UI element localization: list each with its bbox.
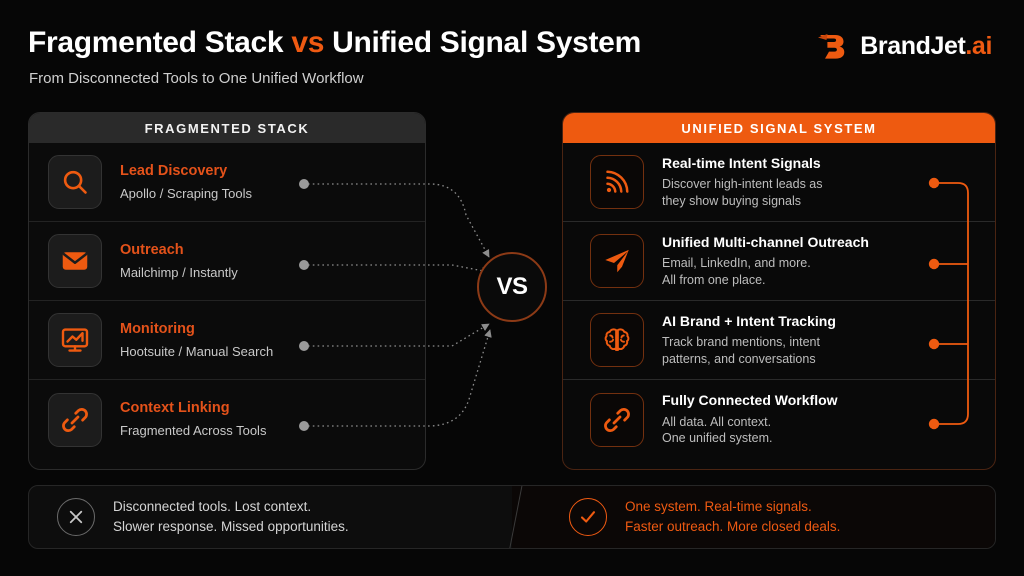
list-item-title: Outreach <box>120 241 184 258</box>
vs-badge: VS <box>477 252 547 322</box>
list-item-subtitle-line1: All data. All context. <box>662 414 772 429</box>
list-item-subtitle-line2: All from one place. <box>662 272 766 287</box>
summary-negative-line2: Slower response. Missed opportunities. <box>113 519 349 534</box>
page-title-left: Fragmented Stack <box>28 26 284 59</box>
icon-tile <box>48 234 102 288</box>
fragmented-stack-panel-header: FRAGMENTED STACK <box>29 113 425 143</box>
paper-plane-icon <box>605 249 629 273</box>
brand-logo: BrandJet.ai <box>815 29 992 63</box>
summary-positive-text: One system. Real-time signals. Faster ou… <box>625 497 840 538</box>
chain-link-icon <box>62 407 88 432</box>
list-item-text: Lead Discovery Apollo / Scraping Tools <box>120 162 252 202</box>
chain-link-icon <box>604 407 630 432</box>
list-item[interactable]: Monitoring Hootsuite / Manual Search <box>29 301 425 380</box>
list-item-subtitle-line2: patterns, and conversations <box>662 351 816 366</box>
summary-positive-line1: One system. Real-time signals. <box>625 498 812 514</box>
magnifier-icon <box>63 170 87 194</box>
page-title-right: Unified Signal System <box>332 26 641 59</box>
list-item-text: Fully Connected Workflow All data. All c… <box>662 392 838 447</box>
list-item-subtitle: Hootsuite / Manual Search <box>120 343 274 359</box>
summary-negative: Disconnected tools. Lost context. Slower… <box>57 486 349 548</box>
list-item-subtitle: Track brand mentions, intent patterns, a… <box>662 334 836 367</box>
icon-tile <box>590 392 644 447</box>
unified-signal-system-items: Real-time Intent Signals Discover high-i… <box>563 143 995 459</box>
unified-signal-system-panel-header: UNIFIED SIGNAL SYSTEM <box>563 113 995 143</box>
list-item-subtitle: Fragmented Across Tools <box>120 423 267 439</box>
list-item-subtitle-line2: One unified system. <box>662 431 773 446</box>
list-item[interactable]: Outreach Mailchimp / Instantly <box>29 222 425 301</box>
brand-logo-name: BrandJet <box>860 31 966 60</box>
list-item-subtitle: Discover high-intent leads as they show … <box>662 176 823 209</box>
list-item-text: Outreach Mailchimp / Instantly <box>120 241 238 281</box>
envelope-icon <box>62 252 88 270</box>
list-item[interactable]: Lead Discovery Apollo / Scraping Tools <box>29 143 425 222</box>
summary-positive: One system. Real-time signals. Faster ou… <box>569 486 840 548</box>
list-item-text: Context Linking Fragmented Across Tools <box>120 399 266 439</box>
list-item-text: Real-time Intent Signals Discover high-i… <box>662 155 823 210</box>
list-item-title: Lead Discovery <box>120 162 228 179</box>
brandjet-b-mark-icon <box>818 34 845 59</box>
list-item-text: Monitoring Hootsuite / Manual Search <box>120 320 273 360</box>
x-circle-icon <box>69 510 83 524</box>
icon-tile <box>590 234 644 288</box>
list-item-title: Fully Connected Workflow <box>662 392 838 409</box>
page-subtitle: From Disconnected Tools to One Unified W… <box>29 70 364 87</box>
list-item-text: AI Brand + Intent Tracking Track brand m… <box>662 313 836 368</box>
list-item-title: Context Linking <box>120 400 230 417</box>
summary-positive-line2: Faster outreach. More closed deals. <box>625 519 841 534</box>
list-item-title: AI Brand + Intent Tracking <box>662 312 836 329</box>
list-item[interactable]: Context Linking Fragmented Across Tools <box>29 380 425 459</box>
icon-tile <box>48 313 102 367</box>
list-item-subtitle: Mailchimp / Instantly <box>120 264 238 280</box>
list-item-subtitle: Apollo / Scraping Tools <box>120 185 253 201</box>
list-item[interactable]: AI Brand + Intent Tracking Track brand m… <box>563 301 995 380</box>
list-item-subtitle-line1: Email, LinkedIn, and more. <box>662 256 811 271</box>
unified-signal-system-panel: UNIFIED SIGNAL SYSTEM Real-time Intent S… <box>562 112 996 470</box>
page-title-vs: vs <box>291 26 325 59</box>
summary-bar: Disconnected tools. Lost context. Slower… <box>28 485 996 549</box>
list-item-subtitle-line1: Discover high-intent leads as <box>662 177 823 192</box>
list-item-title: Real-time Intent Signals <box>662 154 821 171</box>
icon-tile <box>590 313 644 367</box>
icon-tile <box>590 155 644 209</box>
icon-tile <box>48 155 102 209</box>
brain-icon <box>604 328 630 351</box>
page-title: Fragmented Stack vs Unified Signal Syste… <box>28 26 641 60</box>
summary-negative-text: Disconnected tools. Lost context. Slower… <box>113 497 349 538</box>
list-item[interactable]: Fully Connected Workflow All data. All c… <box>563 380 995 459</box>
check-circle-badge <box>569 498 607 536</box>
fragmented-stack-panel: FRAGMENTED STACK Lead Discovery Apollo /… <box>28 112 426 470</box>
brand-logo-suffix: .ai <box>965 31 992 60</box>
list-item[interactable]: Unified Multi-channel Outreach Email, Li… <box>563 222 995 301</box>
signal-waves-icon <box>606 170 629 193</box>
check-circle-icon <box>580 511 596 523</box>
monitor-chart-icon <box>61 328 89 352</box>
list-item-title: Monitoring <box>120 320 195 337</box>
x-circle-badge <box>57 498 95 536</box>
icon-tile <box>48 392 102 447</box>
list-item-subtitle-line2: they show buying signals <box>662 193 801 208</box>
list-item-text: Unified Multi-channel Outreach Email, Li… <box>662 234 869 289</box>
summary-negative-line1: Disconnected tools. Lost context. <box>113 498 312 514</box>
list-item-subtitle: Email, LinkedIn, and more. All from one … <box>662 255 869 288</box>
fragmented-stack-items: Lead Discovery Apollo / Scraping Tools O… <box>29 143 425 459</box>
brand-logo-text: BrandJet.ai <box>860 32 992 61</box>
list-item[interactable]: Real-time Intent Signals Discover high-i… <box>563 143 995 222</box>
list-item-subtitle-line1: Track brand mentions, intent <box>662 335 820 350</box>
list-item-subtitle: All data. All context. One unified syste… <box>662 414 838 447</box>
list-item-title: Unified Multi-channel Outreach <box>662 233 869 250</box>
